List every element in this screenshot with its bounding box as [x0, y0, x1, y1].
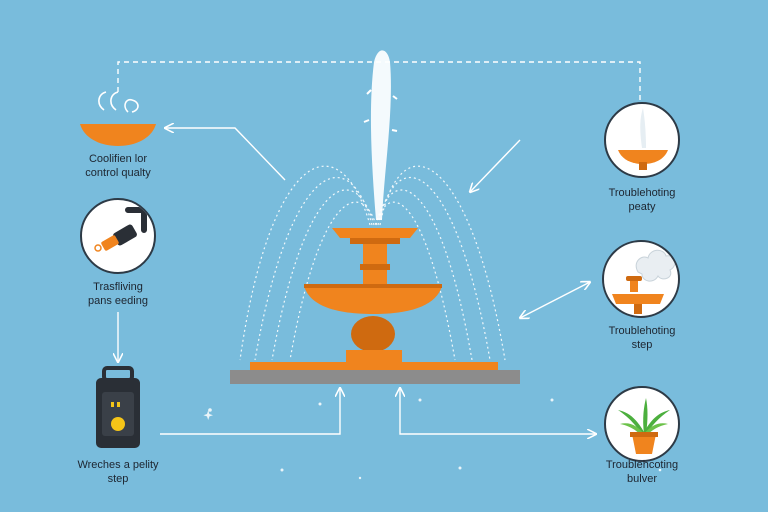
label-top-right: Troublehoting peaty [572, 186, 712, 214]
label-bottom-left: Wreches a pelity step [48, 458, 188, 486]
label-bottom-right-line1: Troublehcoting [605, 459, 679, 471]
hose-nozzle-circle [80, 198, 156, 274]
potted-plant-icon [618, 398, 670, 454]
hose-nozzle-icon [94, 207, 147, 252]
potted-plant-circle [604, 386, 680, 462]
label-top-left-line2: control qualty [85, 167, 151, 179]
label-mid-right-line1: Troublehoting [608, 325, 676, 337]
label-bottom-right: Troublehcoting bulver [572, 458, 712, 486]
label-top-left-line1: Coolifien lor [88, 153, 148, 165]
mini-fountain-icon [618, 108, 668, 170]
arrow-top-left [165, 128, 286, 181]
tiered-fountain-icon [230, 50, 520, 384]
label-mid-right: Troublehoting step [572, 324, 712, 352]
label-top-right-line1: Troublehoting [608, 187, 676, 199]
label-mid-left-line1: Trasfliving [93, 281, 143, 293]
connector-arrows [118, 128, 596, 434]
label-mid-left: Trasfliving pans eeding [48, 280, 188, 308]
label-mid-right-line2: step [631, 339, 653, 351]
water-bowl-icon [80, 91, 156, 146]
mini-fountain-circle [604, 102, 680, 178]
label-mid-left-line2: pans eeding [88, 295, 148, 307]
pump-box-icon [96, 366, 140, 448]
arrow-mid-right [520, 282, 590, 318]
label-bottom-left-line1: Wreches a pelity [77, 459, 159, 471]
arrow-top-right [470, 139, 521, 192]
sparkles [203, 398, 662, 480]
steam-faucet-circle [602, 240, 680, 318]
label-top-left: Coolifien lor control qualty [48, 152, 188, 180]
label-bottom-right-line2: bulver [627, 473, 657, 485]
label-top-right-line2: peaty [628, 201, 656, 213]
arrow-bottom-right [400, 388, 596, 434]
label-bottom-left-line2: step [107, 473, 129, 485]
steam-faucet-icon [612, 249, 676, 314]
arrow-bottom-left [160, 388, 340, 435]
